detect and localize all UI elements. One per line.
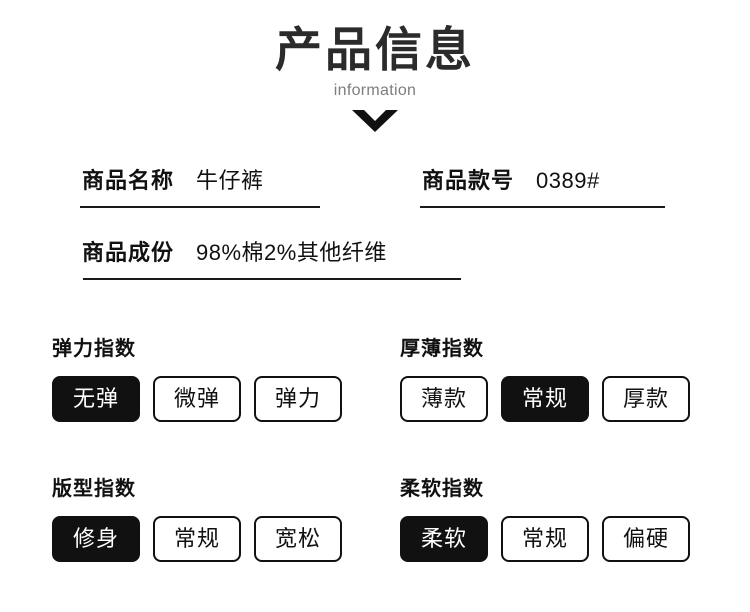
chip-option[interactable]: 厚款	[602, 376, 690, 422]
chip-option[interactable]: 薄款	[400, 376, 488, 422]
index-block-fit: 版型指数 修身 常规 宽松	[52, 476, 382, 562]
info-label: 商品款号	[422, 168, 515, 193]
index-title: 弹力指数	[52, 338, 136, 360]
info-cell-product-name: 商品名称 牛仔裤	[82, 166, 264, 196]
chip-row: 修身 常规 宽松	[52, 516, 382, 562]
page-header: 产品信息 information	[0, 22, 750, 133]
chip-option[interactable]: 无弹	[52, 376, 140, 422]
chip-option[interactable]: 柔软	[400, 516, 488, 562]
product-info-table: 商品名称 牛仔裤 商品款号 0389# 商品成份 98%棉2%其他纤维	[0, 160, 750, 304]
chevron-container	[0, 109, 750, 133]
info-cell-composition: 商品成份 98%棉2%其他纤维	[82, 238, 387, 268]
index-block-softness: 柔软指数 柔软 常规 偏硬	[400, 476, 730, 562]
chip-option[interactable]: 常规	[153, 516, 241, 562]
info-row: 商品名称 牛仔裤 商品款号 0389#	[0, 160, 750, 232]
chip-row: 无弹 微弹 弹力	[52, 376, 382, 422]
info-label: 商品名称	[82, 168, 175, 193]
chip-option[interactable]: 宽松	[254, 516, 342, 562]
index-title: 厚薄指数	[400, 338, 484, 360]
info-value: 0389#	[536, 168, 600, 193]
page-title: 产品信息	[275, 23, 475, 76]
divider	[80, 206, 320, 208]
chip-row: 柔软 常规 偏硬	[400, 516, 730, 562]
chip-option[interactable]: 偏硬	[602, 516, 690, 562]
info-value: 牛仔裤	[196, 168, 264, 193]
chip-option[interactable]: 修身	[52, 516, 140, 562]
page-subtitle: information	[333, 82, 417, 99]
chip-option[interactable]: 弹力	[254, 376, 342, 422]
chip-option[interactable]: 微弹	[153, 376, 241, 422]
index-block-elasticity: 弹力指数 无弹 微弹 弹力	[52, 336, 382, 422]
chip-option[interactable]: 常规	[501, 516, 589, 562]
divider	[83, 278, 461, 280]
index-block-thickness: 厚薄指数 薄款 常规 厚款	[400, 336, 730, 422]
info-cell-style-number: 商品款号 0389#	[422, 166, 600, 196]
divider	[420, 206, 665, 208]
index-title: 柔软指数	[400, 478, 484, 500]
chip-row: 薄款 常规 厚款	[400, 376, 730, 422]
info-label: 商品成份	[82, 240, 175, 265]
chevron-down-icon	[352, 110, 398, 132]
chip-option[interactable]: 常规	[501, 376, 589, 422]
info-row: 商品成份 98%棉2%其他纤维	[0, 232, 750, 304]
index-title: 版型指数	[52, 478, 136, 500]
info-value: 98%棉2%其他纤维	[196, 240, 387, 265]
